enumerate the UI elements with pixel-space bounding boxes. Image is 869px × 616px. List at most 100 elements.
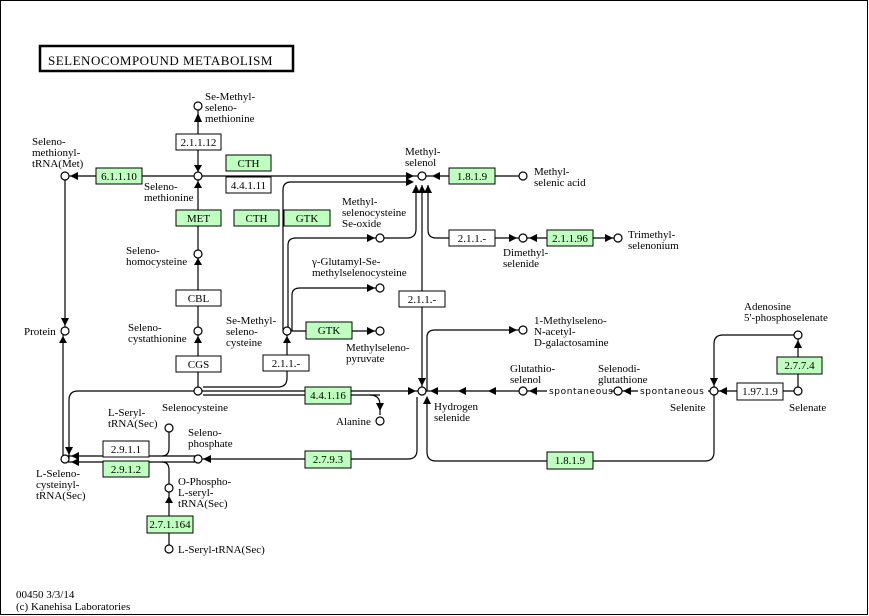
compound-label-selenocystathionine[interactable]: Seleno-cystathionine (128, 322, 187, 345)
enzyme-box (225, 154, 272, 172)
compound-node-l-selenocysteinyl-trna[interactable] (60, 454, 70, 464)
compound-node-protein[interactable] (60, 326, 70, 336)
enzyme-ec-2-9-1-1[interactable]: 2.9.1.1 (102, 440, 150, 458)
compound-label-dimethylselenide[interactable]: Dimethyl-selenide (503, 247, 549, 270)
enzyme-cbl[interactable]: CBL (175, 289, 222, 307)
enzyme-ec-2-1-1-dash[interactable]: 2.1.1.- (398, 290, 446, 308)
enzyme-ec-4-4-1-11[interactable]: 4.4.1.11 (225, 176, 272, 194)
enzyme-ec-2-1-1-dash[interactable]: 2.1.1.- (448, 229, 496, 247)
compound-node-glutathioselenol[interactable] (518, 386, 528, 396)
compound-label-line: cystathionine (128, 333, 187, 345)
enzyme-ec-1-97-1-9[interactable]: 1.97.1.9 (736, 382, 784, 401)
compound-node-selenate[interactable] (793, 386, 803, 396)
compound-label-gamma-glutamyl-se-methylselenocysteine[interactable]: γ-Glutamyl-Se-methylselenocysteine (311, 256, 407, 279)
enzyme-ec-2-1-1-dash[interactable]: 2.1.1.- (262, 354, 310, 372)
compound-label-selenocysteine[interactable]: Selenocysteine (162, 402, 228, 414)
compound-node-methylselenocysteine-se-oxide[interactable] (375, 233, 385, 243)
enzyme-ec-2-1-1-12[interactable]: 2.1.1.12 (175, 133, 222, 151)
compound-label-glutathioselenol[interactable]: Glutathio-selenol (510, 363, 556, 386)
compound-label-selenohomocysteine[interactable]: Seleno-homocysteine (126, 245, 187, 268)
enzyme-ec-1-8-1-9[interactable]: 1.8.1.9 (448, 167, 496, 185)
compound-node-selenocysteine[interactable] (193, 386, 203, 396)
compound-label-line: glutathione (598, 374, 648, 386)
enzyme-ec-2-7-7-4[interactable]: 2.7.7.4 (776, 356, 823, 375)
arrowhead (412, 185, 420, 193)
enzyme-met[interactable]: MET (175, 209, 222, 227)
compound-label-line: methionine (205, 113, 255, 125)
compound-node-selenomethionine[interactable] (193, 171, 203, 181)
compound-node-dimethylselenide[interactable] (518, 233, 528, 243)
compound-label-line: Se-Methyl- (226, 315, 276, 327)
enzyme-gtk[interactable]: GTK (305, 321, 353, 340)
compound-node-l-seryl-trna-sec[interactable] (164, 544, 174, 554)
compound-label-selenate[interactable]: Selenate (789, 402, 826, 414)
compound-label-protein[interactable]: Protein (24, 326, 56, 338)
enzyme-ec-2-7-9-3[interactable]: 2.7.9.3 (304, 450, 352, 469)
enzyme-label: CTH (238, 158, 260, 170)
compound-label-line: L-seryl- (178, 487, 214, 499)
enzyme-ec-2-7-1-164[interactable]: 2.7.1.164 (146, 515, 194, 534)
enzyme-cth[interactable]: CTH (233, 209, 280, 227)
compound-node-adenosine-phosphoselenate[interactable] (793, 330, 803, 340)
arrowhead (432, 172, 440, 180)
compound-label-se-methylselenomethionine[interactable]: Se-Methyl-seleno-methionine (205, 91, 255, 125)
compound-node-selenophosphate[interactable] (193, 454, 203, 464)
compound-node-o-phospho-l-seryl-trna[interactable] (164, 483, 174, 493)
compound-node-selenodiglutathione[interactable] (613, 386, 623, 396)
arrowhead (71, 458, 79, 466)
compound-label-selenomethionine[interactable]: Seleno-methionine (144, 181, 194, 204)
compound-node-alanine[interactable] (375, 416, 385, 426)
enzyme-ec-6-1-1-10[interactable]: 6.1.1.10 (95, 167, 143, 185)
compound-label-l-seryl-trna-sec[interactable]: L-Seryl-tRNA(Sec) (108, 407, 158, 430)
compound-node-selenocystathionine[interactable] (193, 326, 203, 336)
enzyme-cth[interactable]: CTH (225, 154, 272, 172)
compound-label-line: methionine (144, 192, 194, 204)
compound-label-l-seryl-trna-sec[interactable]: L-Seryl-tRNA(Sec) (178, 544, 265, 556)
compound-node-methylseleno-n-acetyl-galactosamine[interactable] (518, 325, 528, 335)
compound-label-alanine[interactable]: Alanine (336, 416, 371, 428)
map-title[interactable]: SELENOCOMPOUND METABOLISM (38, 44, 295, 73)
enzyme-label: CGS (188, 359, 209, 371)
enzyme-cgs[interactable]: CGS (175, 355, 222, 373)
compound-node-methylselenic-acid[interactable] (518, 171, 528, 181)
compound-node-selenomethionyl-trna[interactable] (60, 171, 70, 181)
compound-node-l-seryl-trna-sec[interactable] (164, 423, 174, 433)
compound-node-se-methylselenocysteine[interactable] (282, 326, 292, 336)
enzyme-label: CTH (246, 213, 268, 225)
compound-label-methylselenol[interactable]: Methyl-selenol (405, 146, 441, 169)
arrowhead (194, 181, 202, 188)
compound-node-gamma-glutamyl-se-methylselenocysteine[interactable] (375, 283, 385, 293)
compound-label-methylselenopyruvate[interactable]: Methylseleno-pyruvate (346, 342, 410, 365)
enzyme-label: CBL (188, 293, 210, 305)
compound-node-trimethylselenonium[interactable] (613, 233, 623, 243)
enzyme-box (305, 321, 353, 340)
compound-label-selenite[interactable]: Selenite (670, 402, 706, 414)
compound-node-methylselenol[interactable] (417, 171, 427, 181)
enzyme-ec-4-4-1-16[interactable]: 4.4.1.16 (304, 386, 352, 405)
enzyme-ec-1-8-1-9[interactable]: 1.8.1.9 (546, 451, 594, 470)
title-text: SELENOCOMPOUND METABOLISM (48, 53, 273, 68)
enzyme-ec-2-9-1-2[interactable]: 2.9.1.2 (102, 460, 150, 478)
compound-label-se-methylselenocysteine[interactable]: Se-Methyl-seleno-cysteine (226, 315, 276, 349)
compound-node-selenite[interactable] (709, 386, 719, 396)
enzyme-label: 1.8.1.9 (555, 455, 586, 467)
compound-node-selenohomocysteine[interactable] (193, 249, 203, 259)
enzyme-gtk[interactable]: GTK (283, 209, 331, 227)
compound-label-methylseleno-n-acetyl-galactosamine[interactable]: 1-Methylseleno-N-acetyl-D-galactosamine (534, 315, 609, 349)
compound-label-selenodiglutathione[interactable]: Selenodi-glutathione (598, 363, 648, 386)
compound-label-l-selenocysteinyl-trna[interactable]: L-Seleno-cysteinyl-tRNA(Sec) (36, 468, 86, 502)
spontaneous-label: spontaneous (640, 387, 704, 397)
compound-node-methylselenopyruvate[interactable] (375, 326, 385, 336)
enzyme-ec-2-1-1-96[interactable]: 2.1.1.96 (546, 229, 594, 247)
compound-label-o-phospho-l-seryl-trna[interactable]: O-Phospho-L-seryl-tRNA(Sec) (178, 476, 232, 510)
compound-label-methylselenic-acid[interactable]: Methyl-selenic acid (534, 166, 586, 189)
compound-node-hydrogen-selenide[interactable] (417, 386, 427, 396)
compound-label-selenophosphate[interactable]: Seleno-phosphate (188, 427, 233, 450)
compound-label-trimethylselenonium[interactable]: Trimethyl-selenonium (628, 229, 679, 252)
compound-label-selenomethionyl-trna[interactable]: Seleno-methionyl-tRNA(Met) (32, 136, 84, 170)
compound-node-se-methylselenomethionine[interactable] (193, 101, 203, 111)
